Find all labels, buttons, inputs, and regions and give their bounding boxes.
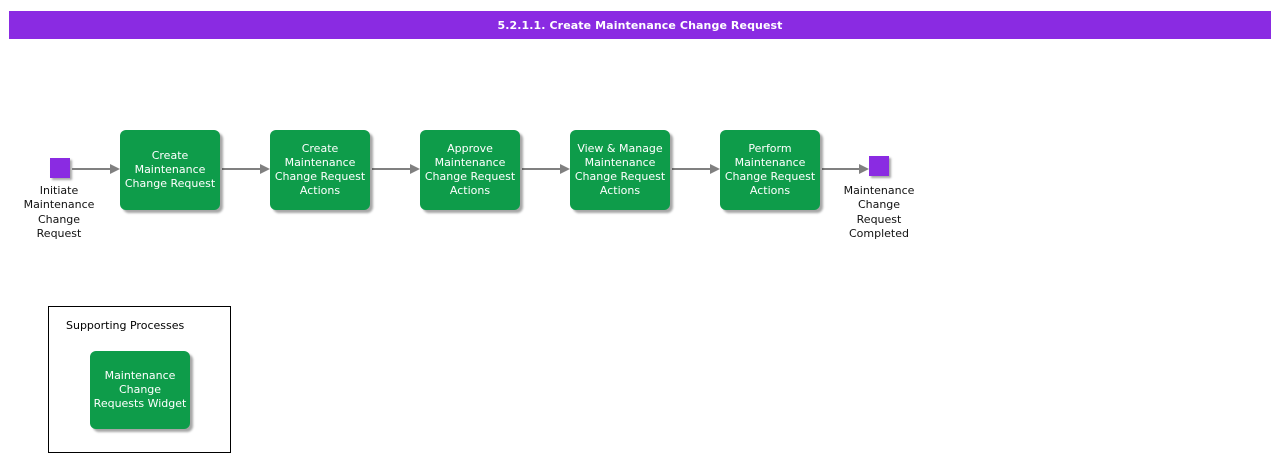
diagram-title-bar: 5.2.1.1. Create Maintenance Change Reque…: [9, 11, 1271, 39]
flow-arrow: [822, 168, 860, 170]
task-create-maintenance-change-request[interactable]: Create Maintenance Change Request: [120, 130, 220, 210]
page-title: 5.2.1.1. Create Maintenance Change Reque…: [497, 18, 783, 32]
task-label: Perform Maintenance Change Request Actio…: [724, 142, 816, 197]
flow-arrow: [522, 168, 561, 170]
flow-arrow: [222, 168, 261, 170]
supporting-processes-group: Supporting Processes Maintenance Change …: [48, 306, 231, 453]
flow-arrow: [372, 168, 411, 170]
start-milestone-label: Initiate Maintenance Change Request: [23, 184, 95, 240]
start-milestone: [50, 158, 70, 178]
task-view-manage-maintenance-change-request-actions[interactable]: View & Manage Maintenance Change Request…: [570, 130, 670, 210]
task-label: Create Maintenance Change Request: [124, 149, 216, 190]
flow-arrowhead: [410, 164, 420, 174]
supporting-processes-title: Supporting Processes: [66, 319, 185, 332]
task-maintenance-change-requests-widget[interactable]: Maintenance Change Requests Widget: [90, 351, 190, 429]
task-label: Create Maintenance Change Request Action…: [274, 142, 366, 197]
flow-arrow: [672, 168, 711, 170]
task-label: Maintenance Change Requests Widget: [93, 369, 187, 410]
task-label: View & Manage Maintenance Change Request…: [574, 142, 666, 197]
flow-arrowhead: [260, 164, 270, 174]
flow-arrowhead: [710, 164, 720, 174]
flow-arrowhead: [859, 164, 869, 174]
flow-arrowhead: [110, 164, 120, 174]
task-label: Approve Maintenance Change Request Actio…: [424, 142, 516, 197]
task-perform-maintenance-change-request-actions[interactable]: Perform Maintenance Change Request Actio…: [720, 130, 820, 210]
end-milestone-label: Maintenance Change Request Completed: [843, 184, 915, 240]
task-create-maintenance-change-request-actions[interactable]: Create Maintenance Change Request Action…: [270, 130, 370, 210]
end-milestone: [869, 156, 889, 176]
flow-arrowhead: [560, 164, 570, 174]
flow-arrow: [72, 168, 111, 170]
task-approve-maintenance-change-request-actions[interactable]: Approve Maintenance Change Request Actio…: [420, 130, 520, 210]
